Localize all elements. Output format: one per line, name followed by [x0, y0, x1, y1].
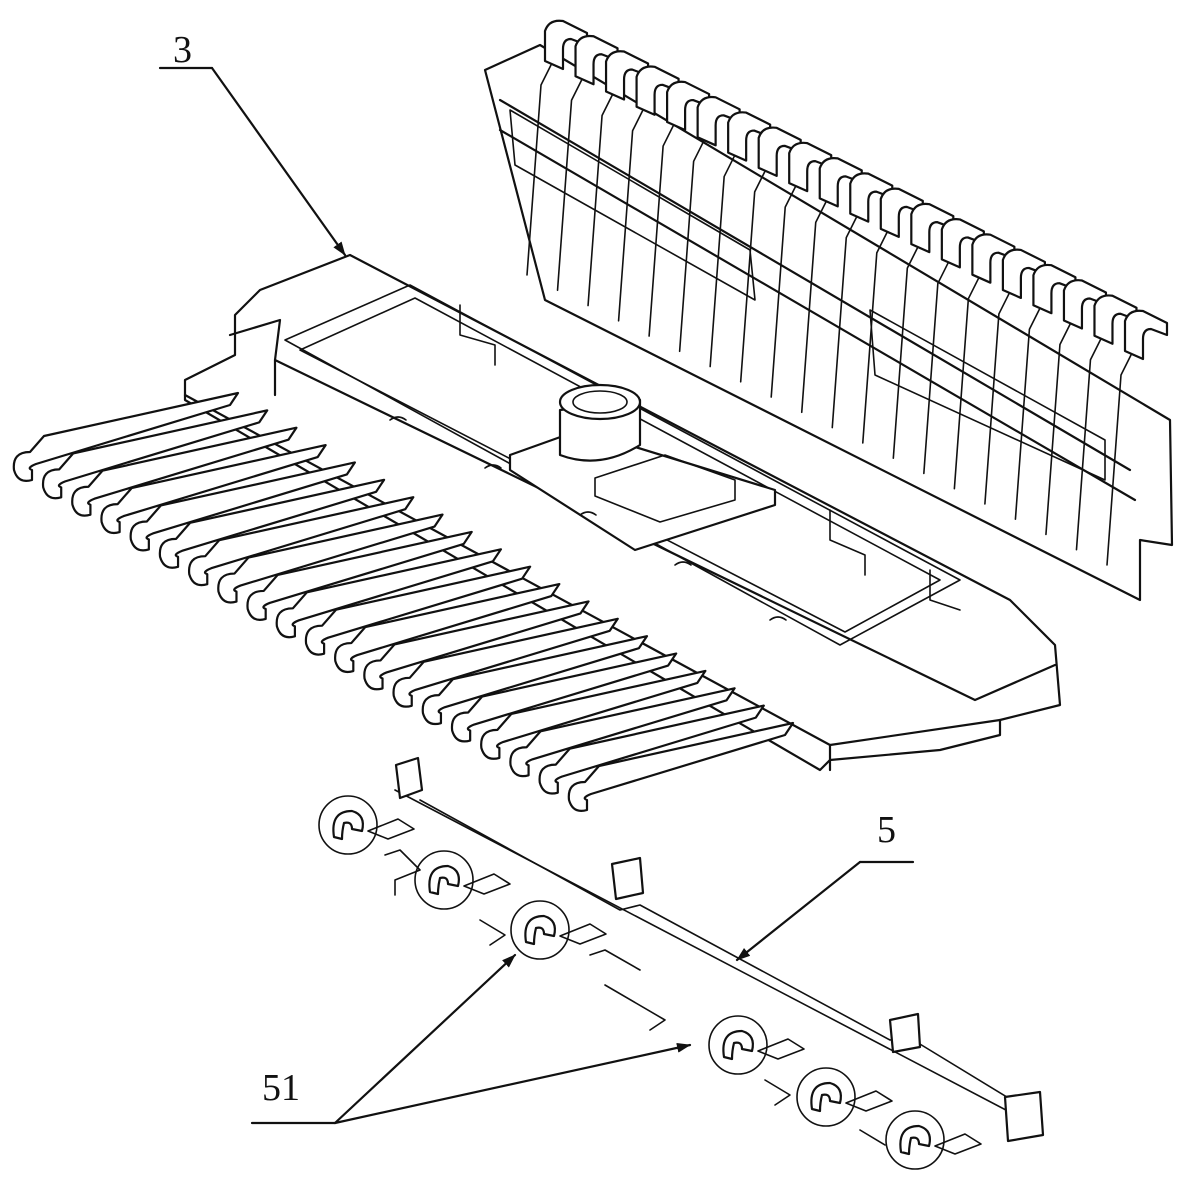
pocket-mark [484, 464, 502, 469]
wall-slot-line [587, 94, 613, 307]
callout-51: 51 [250, 953, 692, 1125]
contact-finger [158, 478, 386, 569]
wall-slot-line [1075, 338, 1102, 551]
label-3: 3 [173, 29, 192, 71]
wall-slot-line [678, 140, 705, 353]
contact-tab [559, 923, 607, 945]
front-contact-fingers [12, 391, 795, 812]
contact-finger [304, 565, 532, 656]
contact-loop-ring [414, 850, 474, 910]
contact-loop-ring [510, 900, 570, 960]
contact-tab [757, 1038, 805, 1060]
contact-finger [129, 461, 356, 552]
callout-3: 3 [158, 29, 347, 257]
wall-tooth [1123, 309, 1169, 361]
contact-tab [845, 1090, 893, 1112]
wall-slot-line [1106, 354, 1132, 566]
wall-slot-line [556, 79, 583, 292]
contact-finger [100, 444, 327, 535]
leader-line-51-a [333, 953, 517, 1125]
contact-finger [275, 548, 502, 639]
contact-loop [332, 809, 364, 841]
wall-slot-line [648, 125, 674, 337]
housing-notch [929, 569, 961, 611]
contact-loop-ring [796, 1067, 856, 1127]
contact-finger [334, 582, 561, 674]
upright-comb-wall [483, 19, 1174, 602]
contact-finger [41, 409, 269, 500]
contact-finger [480, 669, 707, 760]
wall-slot-line [1014, 308, 1041, 521]
contact-loop-ring [708, 1015, 768, 1075]
pocket-mark [389, 416, 407, 421]
label-51: 51 [262, 1067, 300, 1109]
leader-line-5 [735, 860, 862, 962]
wall-slot-line [617, 109, 644, 322]
contact-tab [463, 873, 511, 895]
contact-loop [428, 864, 460, 896]
contact-finger [187, 496, 415, 587]
wall-slot-line [892, 247, 919, 459]
wall-slot-line [861, 232, 888, 444]
contact-finger [450, 652, 678, 743]
wall-slot-line [739, 171, 766, 383]
contact-finger [392, 617, 619, 708]
wall-slot-line [526, 64, 552, 276]
contact-finger [12, 391, 240, 482]
contact-finger [509, 687, 736, 778]
contact-finger [71, 426, 298, 517]
contact-finger [363, 600, 590, 691]
pocket-mark [769, 616, 787, 621]
contact-tab [934, 1133, 982, 1155]
leader-line-3 [210, 66, 347, 257]
contact-finger [246, 530, 473, 621]
wall-slot-line [831, 216, 858, 429]
wall-slot-line [953, 277, 980, 490]
housing-notch [829, 509, 866, 576]
housing-notch [459, 304, 496, 366]
wall-slot-line [800, 201, 827, 414]
contact-loop [899, 1124, 931, 1156]
wall-slot-line [709, 155, 735, 368]
contact-finger [538, 704, 765, 795]
leader-line-51-b [333, 1042, 692, 1125]
pocket-mark [579, 511, 597, 516]
contact-finger [567, 721, 795, 812]
contact-strip [318, 756, 1045, 1170]
contact-loop-ring [318, 795, 378, 855]
contact-finger [217, 513, 444, 604]
label-5: 5 [877, 809, 896, 851]
wall-slot-line [923, 262, 949, 475]
contact-finger [421, 635, 649, 726]
pocket-mark [674, 561, 692, 566]
contact-loop [810, 1081, 842, 1113]
callout-5: 5 [735, 809, 915, 962]
contact-loop-ring [885, 1110, 945, 1170]
contact-loop [722, 1029, 754, 1061]
wall-slot-line [1045, 323, 1071, 536]
wall-slot-line [770, 186, 797, 398]
contact-loop [524, 914, 556, 946]
contact-tab [367, 818, 415, 840]
wall-slot-line [984, 293, 1010, 505]
